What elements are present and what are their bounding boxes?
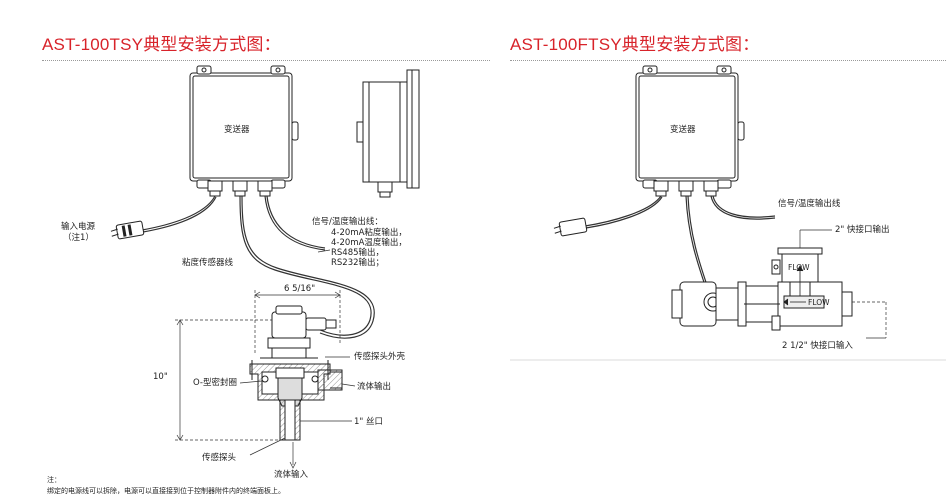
- fluid-output-label: 流体输出: [357, 382, 392, 392]
- left-transmitter-box: [189, 65, 299, 197]
- right-title-divider: [510, 60, 946, 61]
- inlet-25in-label: 2 1/2" 快接口输入: [782, 341, 853, 351]
- sensor-housing-label: 传感探头外壳: [354, 352, 406, 362]
- right-signal-output-label: 信号/温度输出线: [778, 199, 841, 209]
- left-callout-leaders: [239, 249, 356, 469]
- right-diagram-title: AST-100FTSY典型安装方式图：: [510, 35, 760, 54]
- left-cables: [141, 195, 375, 339]
- power-input-label: 输入电源: [61, 222, 96, 232]
- signal-output-line-4: RS232输出；: [331, 258, 385, 268]
- left-height-dimension: [175, 319, 290, 441]
- left-title-divider: [42, 60, 490, 61]
- notes-line-1: 绑定的电源线可以拆除，电源可以直接接到位于控制器附件内的终端面板上。: [47, 487, 285, 495]
- fluid-input-label: 流体输入: [274, 470, 309, 480]
- flow-label-horizontal: FLOW: [808, 298, 830, 307]
- right-transmitter-box: [635, 65, 745, 197]
- thread-label: 1" 丝口: [354, 417, 384, 427]
- right-transmitter-label: 变送器: [670, 125, 696, 135]
- oring-label: O-型密封圈: [193, 378, 237, 388]
- right-callout-leaders: [799, 229, 887, 339]
- sensor-cable-label: 粘度传感器线: [182, 258, 234, 268]
- left-width-dimension: [254, 290, 341, 355]
- power-note-label: （注1）: [63, 233, 94, 243]
- right-sensor-assembly: [671, 247, 853, 331]
- left-diagram-title: AST-100TSY典型安装方式图：: [42, 35, 281, 54]
- left-power-plug: [110, 220, 145, 240]
- right-power-plug: [553, 217, 588, 237]
- right-flow-arrows: [783, 265, 806, 306]
- width-dimension-label: 6 5/16": [284, 284, 316, 294]
- outlet-2in-label: 2" 快接口输出: [835, 225, 890, 235]
- sensor-probe-label: 传感探头: [202, 453, 237, 463]
- signal-output-line-2: 4-20mA温度输出，: [331, 238, 407, 248]
- left-transmitter-label: 变送器: [224, 125, 250, 135]
- height-dimension-label: 10": [153, 372, 168, 382]
- signal-output-line-3: RS485输出，: [331, 248, 385, 258]
- signal-output-line-1: 4-20mA粘度输出，: [331, 228, 407, 238]
- left-sensor-assembly: [249, 305, 343, 441]
- left-transmitter-side-view: [356, 69, 420, 198]
- notes-heading: 注：: [47, 476, 61, 484]
- flow-label-vertical: FLOW: [788, 263, 810, 272]
- signal-output-title: 信号/温度输出线：: [312, 217, 383, 227]
